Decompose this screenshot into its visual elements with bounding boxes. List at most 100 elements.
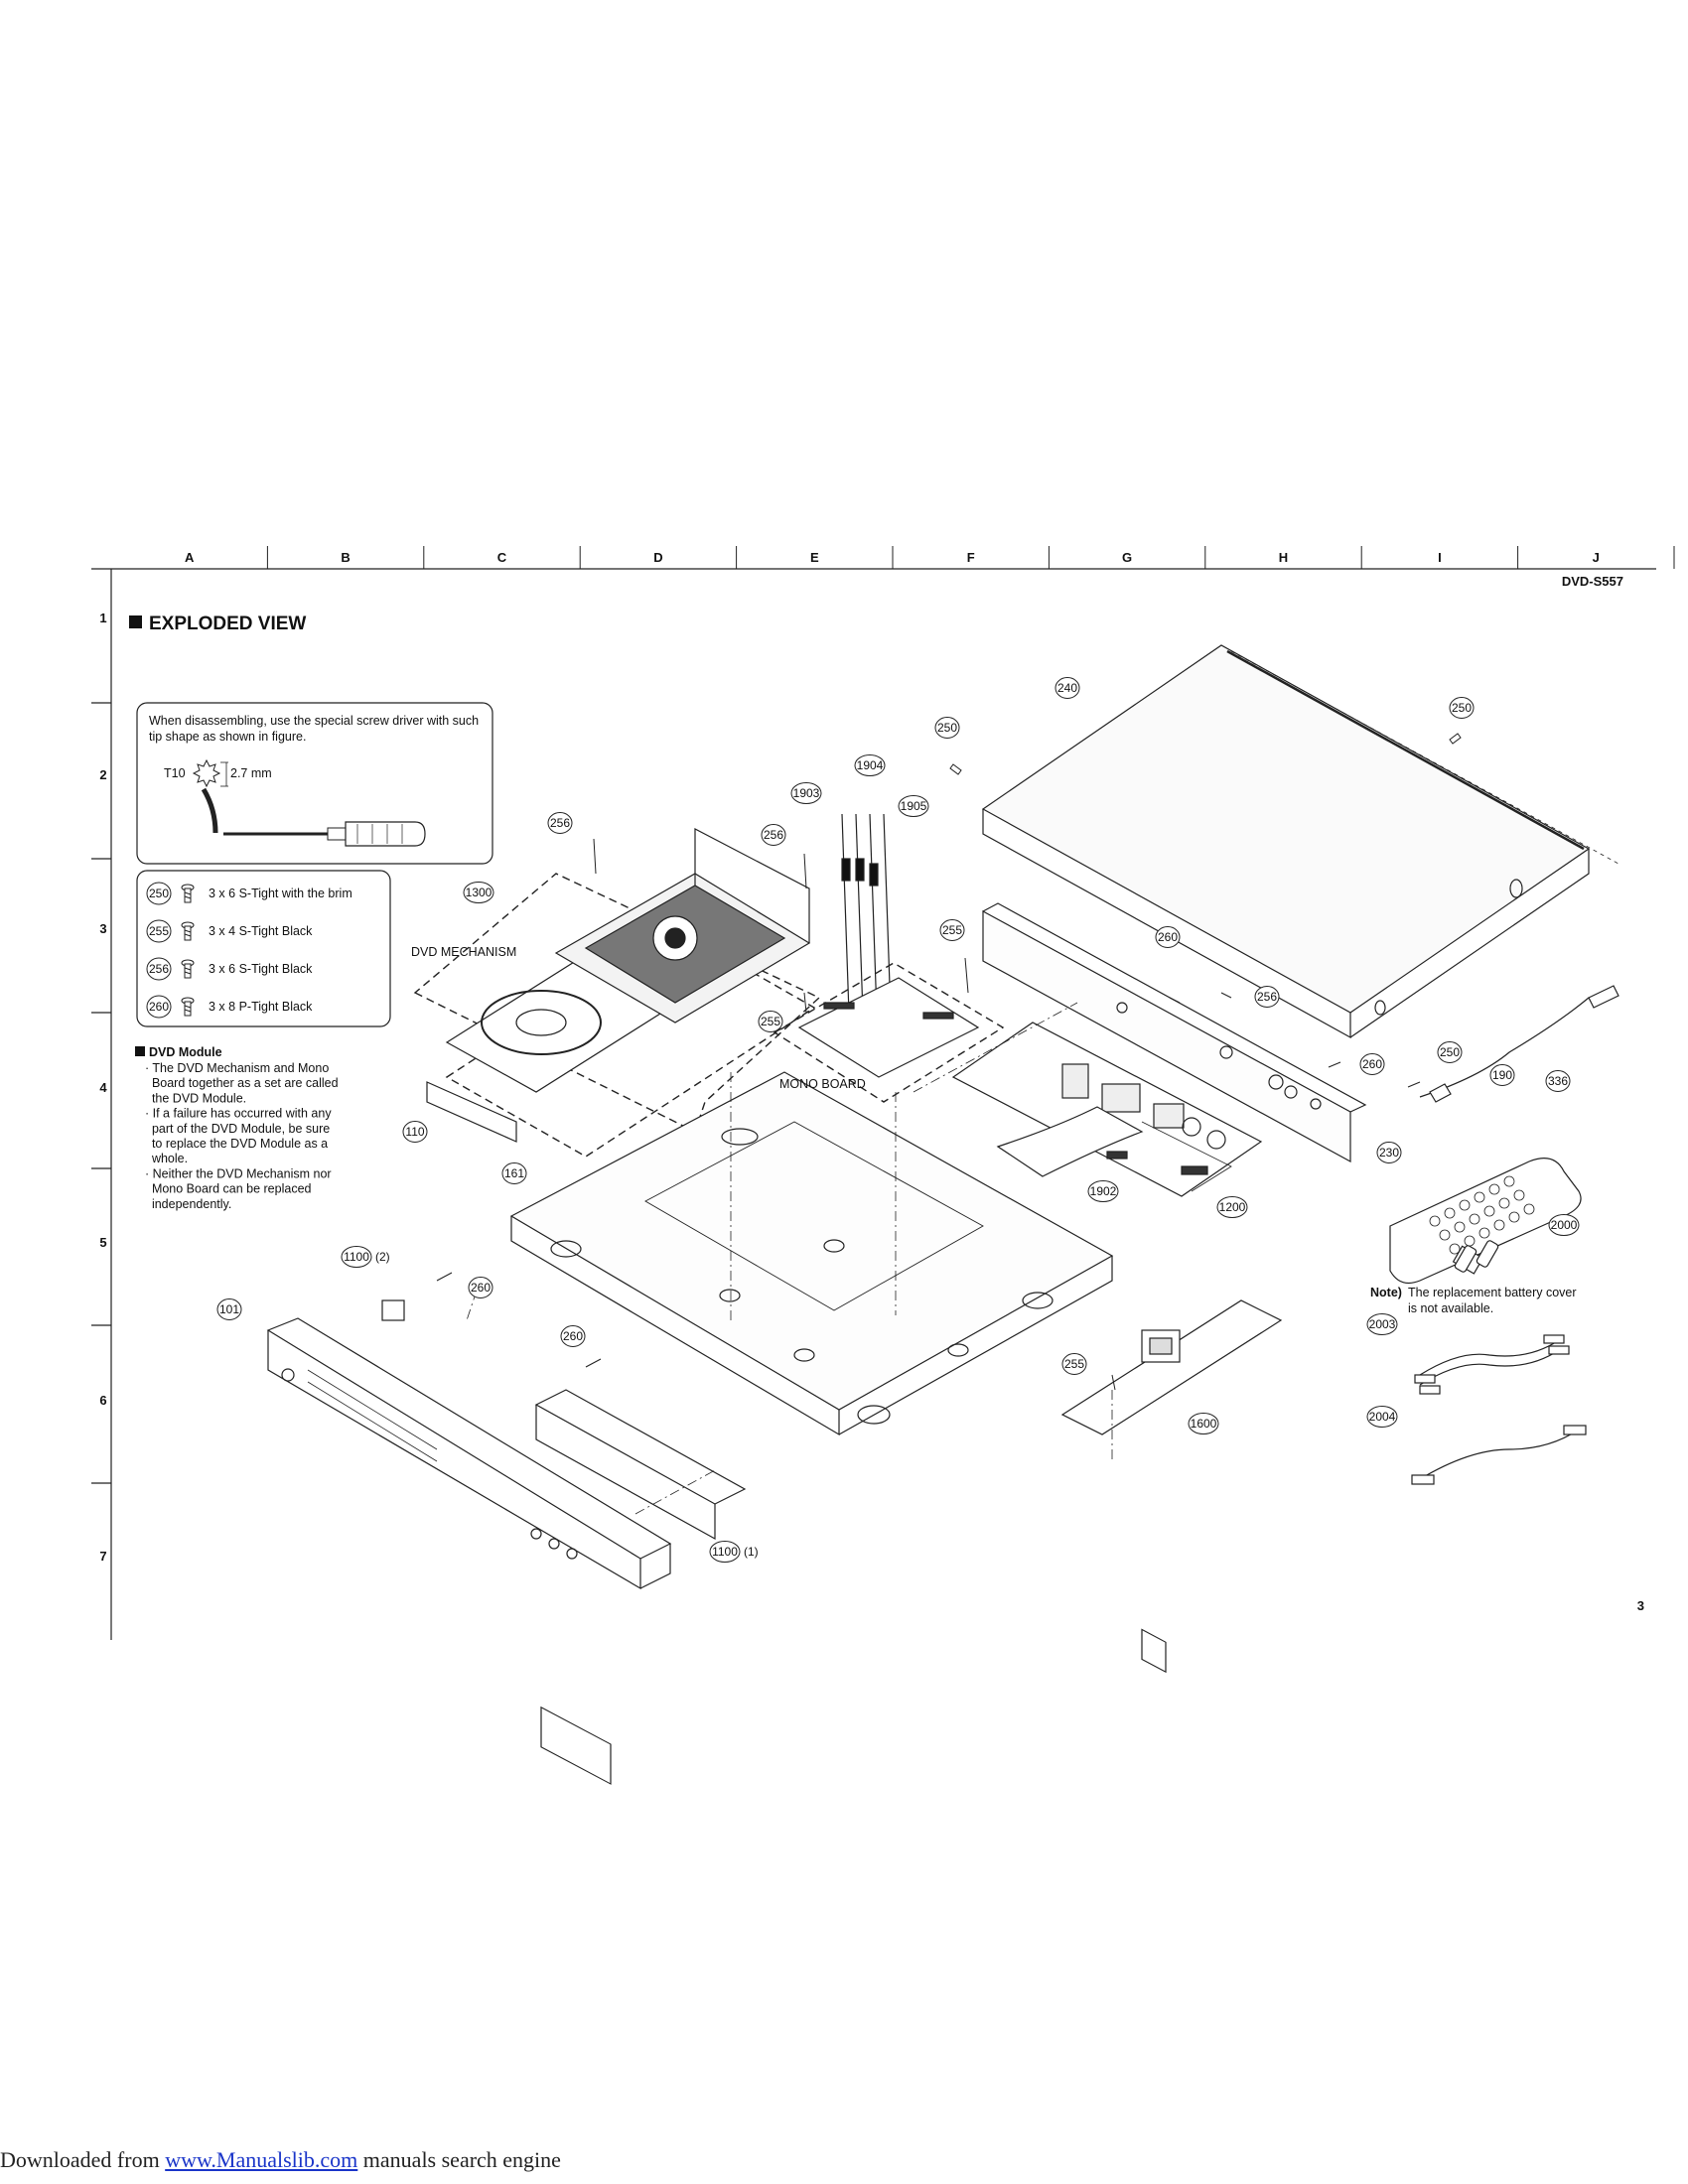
row-label-1: 1 [99,611,106,625]
callout-256c: 256 [1254,986,1280,1008]
screw-legend-row: 250 3 x 6 S-Tight with the brim [146,882,352,905]
page-title: EXPLODED VIEW [149,614,306,634]
callout-number: 255 [942,923,962,937]
screw-icons [436,733,1462,1391]
column-label-d: D [653,550,662,565]
callout-336: 336 [1545,1070,1571,1092]
row-label-6: 6 [99,1393,106,1408]
callout-240: 240 [1055,677,1080,699]
dvd-module-line: to replace the DVD Module as a [145,1137,328,1151]
screw-ref: 250 [149,887,169,900]
callout-1902: 1902 [1087,1180,1119,1202]
screwdriver-icon [223,821,426,847]
callout-2000: 2000 [1548,1214,1580,1236]
rear-panel-230 [982,902,1367,1674]
callout-1200: 1200 [1216,1196,1248,1218]
callout-number: 256 [550,816,570,830]
column-dividers [266,546,1675,569]
callout-101: 101 [216,1298,242,1320]
callout-1300: 1300 [463,882,494,903]
callout-number: 1200 [1219,1200,1246,1214]
footer: Downloaded from www.Manualslib.com manua… [0,2147,561,2173]
main-pcb-1200 [951,1022,1263,1197]
callout-1100a: 1100(2) [341,1246,390,1268]
screw-ref: 260 [149,1000,169,1014]
callout-number: 1100 [712,1545,738,1559]
coax-cable-2004 [1411,1425,1587,1485]
grid-frame [91,568,1656,1640]
callout-250c: 250 [1437,1041,1463,1063]
row-label-2: 2 [99,767,106,782]
dvd-module-line: Mono Board can be replaced [145,1182,312,1196]
column-label-c: C [497,550,507,565]
callout-number: 1905 [901,799,927,813]
column-label-b: B [341,550,350,565]
column-label-h: H [1279,550,1288,565]
mono-board-label: MONO BOARD [779,1077,866,1091]
screw-icon [181,997,195,1017]
dvd-module-line: · If a failure has occurred with any [145,1107,332,1121]
column-label-i: I [1438,550,1442,565]
torx-tip-icon [192,758,221,788]
front-panel-101 [266,1317,672,1590]
dvd-module-line: · The DVD Mechanism and Mono [145,1061,329,1075]
callout-1600: 1600 [1188,1413,1219,1434]
dvd-module-note: DVD Module · The DVD Mechanism and Mono … [135,1045,339,1211]
row-label-5: 5 [99,1235,106,1250]
page-number: 3 [1637,1598,1644,1613]
battery-note-line2: is not available. [1408,1301,1493,1315]
callout-1903: 1903 [790,782,822,804]
callout-230: 230 [1376,1142,1402,1163]
callout-260a: 260 [1155,926,1181,948]
dvd-module-line: · Neither the DVD Mechanism nor [145,1166,332,1180]
footer-suffix: manuals search engine [357,2147,561,2172]
front-pcb-1100 [534,1389,747,1785]
screw-desc: 3 x 8 P-Tight Black [209,1000,313,1014]
battery-note-prefix: Note) [1370,1286,1402,1299]
callout-256a: 256 [547,812,573,834]
callout-number: 1903 [793,786,820,800]
dvd-module-line: whole. [145,1152,188,1165]
screw-desc: 3 x 6 S-Tight with the brim [209,887,352,900]
callout-110: 110 [402,1121,428,1143]
screw-icon [181,921,195,941]
callout-255b: 255 [758,1011,783,1032]
screw-ref: 255 [149,924,169,938]
callout-number: 250 [1440,1045,1460,1059]
screw-desc: 3 x 6 S-Tight Black [209,962,313,976]
dvd-mechanism-label: DVD MECHANISM [411,945,516,959]
callout-number: 1100 [344,1250,369,1264]
callout-quantity: (1) [744,1545,759,1559]
dvd-module-line: independently. [145,1197,231,1211]
manualslib-link[interactable]: www.Manualslib.com [165,2147,358,2172]
callout-number: 260 [1158,930,1178,944]
callout-number: 1300 [466,886,492,899]
callout-number: 260 [471,1281,491,1295]
tool-note-line2: tip shape as shown in figure. [149,730,306,744]
column-label-j: J [1593,550,1600,565]
callout-250b: 250 [1449,697,1475,719]
callout-number: 230 [1379,1146,1399,1160]
dvd-module-heading: DVD Module [149,1045,222,1059]
tool-note-box: When disassembling, use the special scre… [136,702,493,865]
callout-number: 255 [1064,1357,1084,1371]
callout-number: 250 [937,721,957,735]
callout-number: 1600 [1191,1417,1217,1431]
callout-2004: 2004 [1366,1406,1398,1428]
callout-number: 2000 [1551,1218,1578,1232]
callout-number: 255 [761,1015,780,1028]
callout-number: 2004 [1369,1410,1396,1424]
tool-tip-label: T10 [164,766,186,780]
callout-number: 1902 [1090,1184,1117,1198]
tool-tip-size: 2.7 mm [230,766,272,780]
callout-number: 256 [1257,990,1277,1004]
screw-icon [181,959,195,979]
av-cable-2003 [1414,1334,1570,1395]
callout-number: 250 [1452,701,1472,715]
callout-1904: 1904 [854,754,886,776]
